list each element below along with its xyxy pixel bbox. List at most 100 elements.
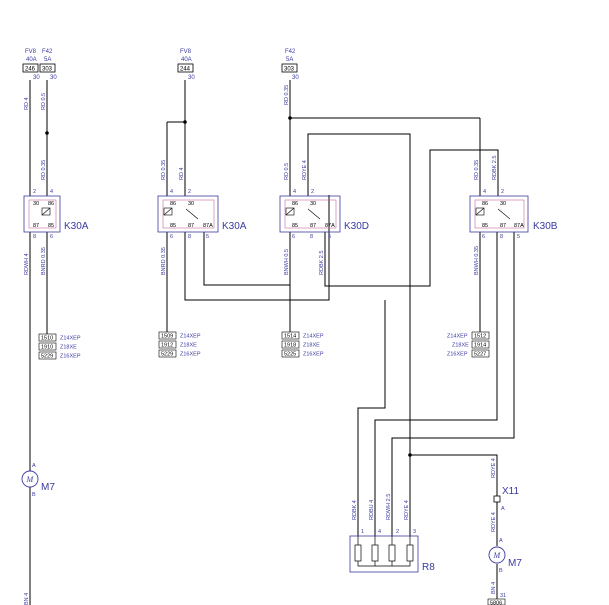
relay-box	[279, 195, 341, 233]
relay-pin-number: 8	[310, 234, 313, 240]
relay-pin-label: 86	[48, 201, 54, 207]
wire-labels: RD 4 RD 0.5 RD 0.35 RDWH 4 BNRD 0.35 RD …	[24, 85, 498, 605]
relay-label: K30A	[222, 221, 247, 232]
fuse-fv8-a: FV8 40A 246 30	[22, 49, 40, 81]
table-code: 5225	[284, 352, 296, 358]
fuse-pin: 30	[50, 75, 57, 81]
relay-pin-number: 4	[50, 189, 53, 195]
resistor-label: R8	[422, 562, 435, 573]
fuse-code: 244	[180, 67, 191, 73]
resistor-element	[354, 544, 362, 562]
relay-pin-label: 87A	[514, 223, 524, 229]
junction-dot	[183, 120, 187, 124]
relay-pin-label: 86	[170, 201, 176, 207]
relay-pin-number: 4	[293, 189, 296, 195]
relay-pin-label: 87A	[325, 223, 335, 229]
fuse-fv8-b: FV8 40A 244 30	[177, 49, 195, 81]
relay-pin-number: 5	[328, 234, 331, 240]
table-engine: Z16XEP	[180, 352, 201, 358]
junctions	[45, 116, 412, 457]
wire-label: RDWH 2.5	[386, 494, 392, 520]
relay-switch	[497, 208, 511, 220]
fuse-box	[39, 63, 56, 73]
relay-coil	[475, 207, 485, 216]
relay-coil-diagonal	[163, 207, 173, 216]
relay-pin-label: 30	[310, 201, 316, 207]
junction-dot	[45, 131, 49, 135]
fuse-name: FV8	[25, 49, 37, 55]
table-engine: Z18XE	[303, 343, 320, 349]
table-engine: Z16XEP	[303, 352, 324, 358]
table-engine: Z18XE	[180, 343, 197, 349]
resistor-r8: 1 4 2 3 R8	[349, 529, 435, 573]
relay-k30b: 4 2 86 30 85 87 87A 6 8 5 K30B	[469, 189, 558, 240]
table-engine: Z18XE	[452, 343, 469, 349]
wire-label: RD 0.5	[284, 163, 290, 180]
table-cell	[471, 349, 490, 358]
wire-r8-rdbk	[357, 300, 386, 536]
fuse-name: F42	[42, 49, 53, 55]
junction-dot	[288, 116, 292, 120]
wire-k30d-rdbk	[324, 149, 499, 287]
relay-box	[23, 195, 61, 233]
connector-table-k30b: Z14XEP 1512 Z18XE 1914 Z16XEP 5227	[447, 331, 490, 358]
relay-pin-number: 5	[206, 234, 209, 240]
fuse-f42-a: F42 5A 303 30	[39, 49, 57, 81]
connector-icon	[493, 495, 501, 503]
table-cell	[158, 349, 177, 358]
table-code: 1510	[41, 336, 53, 342]
motor-label: M7	[508, 558, 522, 569]
relay-pin-number: 6	[482, 234, 485, 240]
relay-pin-number: 2	[188, 189, 191, 195]
resistor-link	[392, 561, 411, 567]
fuse-name: FV8	[180, 49, 192, 55]
wire-label: RDBK 2.5	[492, 156, 498, 180]
wire-label: BNRD 0.35	[161, 247, 167, 275]
table-engine: Z16XEP	[447, 352, 468, 358]
relay-pin-label: 87	[188, 223, 194, 229]
relay-label: K30A	[64, 221, 89, 232]
wire-k30b-87	[374, 232, 498, 536]
relay-pin-number: 8	[500, 234, 503, 240]
relay-pin-number: 2	[501, 189, 504, 195]
relay-switch	[307, 208, 321, 220]
table-code: 5229	[161, 352, 173, 358]
relay-inner	[28, 199, 57, 229]
relay-inner	[474, 199, 525, 229]
relay-pin-label: 87A	[203, 223, 213, 229]
table-engine: Z16XEP	[60, 354, 81, 360]
table-cell	[471, 331, 490, 340]
table-cell	[158, 331, 177, 340]
fuse-rating: 40A	[26, 57, 37, 63]
relay-pin-label: 86	[482, 201, 488, 207]
resistor-pin: 1	[361, 529, 364, 535]
fuse-name: F42	[285, 49, 296, 55]
relay-pin-label: 87	[500, 223, 506, 229]
resistor-element	[406, 544, 414, 562]
fuse-pin: 30	[292, 75, 299, 81]
motor-m7-right: A M B M7	[488, 538, 522, 574]
connector-table-k30d: 1514 Z14XEP 1918 Z18XE 5225 Z16XEP	[281, 331, 324, 358]
ground-pin: 31	[500, 593, 506, 599]
fuse-rating: 5A	[44, 57, 51, 63]
resistor-element	[371, 544, 379, 562]
relay-box	[157, 195, 219, 233]
table-engine: Z14XEP	[60, 336, 81, 342]
relay-label: K30B	[533, 221, 558, 232]
fuse-code: 303	[284, 67, 295, 73]
wire-label: BN 4	[24, 593, 30, 605]
motor-label: M7	[41, 482, 55, 493]
wire-label: RDBK 4	[352, 500, 358, 520]
resistor-pin: 2	[396, 529, 399, 535]
relay-pin-number: 6	[170, 234, 173, 240]
relay-pin-number: 5	[517, 234, 520, 240]
fuse-rating: 5A	[286, 57, 293, 63]
motor-pin: A	[32, 463, 36, 469]
wire-label: BNWH 0.5	[284, 249, 290, 275]
wire-x11-rdye	[410, 454, 498, 496]
wire-label: RDYE 4	[404, 500, 410, 520]
wire-label: BNRD 0.35	[41, 247, 47, 275]
motor-pin: B	[499, 568, 503, 574]
fuse-pin: 30	[188, 75, 195, 81]
